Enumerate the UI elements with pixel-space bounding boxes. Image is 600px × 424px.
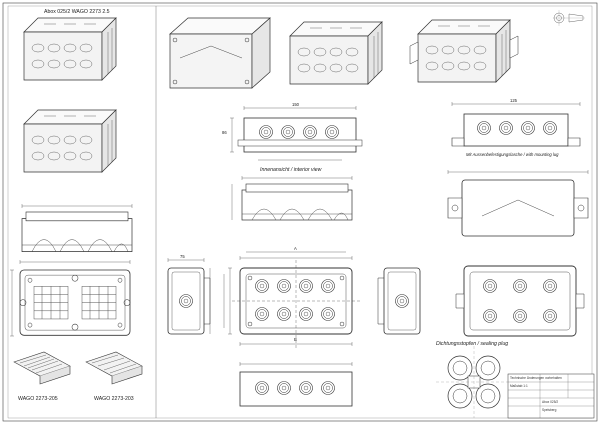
center-interior-view: [241, 183, 353, 221]
left-top-view: [19, 269, 131, 336]
right-lid-view-lug: [447, 179, 589, 237]
iso-closed-box: [169, 17, 271, 89]
left-side-view: [21, 211, 133, 252]
right-top-view-lug: [455, 265, 585, 337]
iso-open-box: [289, 21, 383, 85]
left-end-dimension: [167, 258, 211, 334]
left-end-view: [167, 267, 211, 335]
terminal-strip-203: [85, 351, 143, 385]
dimension-d3: 75: [180, 254, 185, 259]
dimension-d1: 150: [292, 102, 299, 107]
dimension-d4: 125: [510, 98, 517, 103]
center-bottom-dimension: [239, 362, 353, 366]
title-block: [507, 373, 595, 419]
left-top-dimension: [10, 260, 131, 337]
sealing-plug: [436, 346, 512, 418]
title-block-row1: Technische Änderungen vorbehalten: [510, 376, 562, 380]
center-interior-dimension: [231, 176, 353, 220]
title-block-row4: Spelsberg: [542, 408, 557, 412]
terminal-strip-205: [13, 351, 71, 385]
iso-open-box-lug: [409, 19, 519, 83]
section-b-label: B: [294, 337, 297, 342]
right-front-dimension: [451, 102, 581, 106]
left-side-dimension: [21, 204, 133, 208]
center-bottom-view: [239, 371, 353, 407]
center-front-view: [237, 117, 363, 153]
center-front-dimension: [230, 106, 357, 161]
title-block-row2: Maßstab 1:1: [510, 384, 528, 388]
title-block-row3: Abox 025/2: [542, 400, 559, 404]
mounting-lug-label: Mit Aussenbefestigungslasche / with moun…: [466, 152, 559, 157]
center-top-dimensions: [223, 251, 360, 350]
wago-205-label: WAGO 2273-205: [18, 396, 58, 402]
right-front-view-lug: [451, 113, 581, 147]
right-lid-dimension: [447, 170, 589, 174]
dimension-d2: 86: [222, 130, 227, 135]
sealing-plug-label: Dichtungsstopfen / sealing plug: [436, 341, 509, 347]
interior-view-label: Innenansicht / interior view: [260, 167, 322, 173]
section-a-label: A: [294, 246, 297, 251]
wago-203-label: WAGO 2273-203: [94, 396, 134, 402]
projection-symbol: [553, 10, 585, 26]
left-title-label: Abox 025/2 WAGO 2273 2.5: [44, 9, 110, 15]
left-iso-box-1: [23, 17, 117, 81]
right-end-view: [377, 267, 421, 335]
left-iso-box-2: [23, 109, 117, 173]
